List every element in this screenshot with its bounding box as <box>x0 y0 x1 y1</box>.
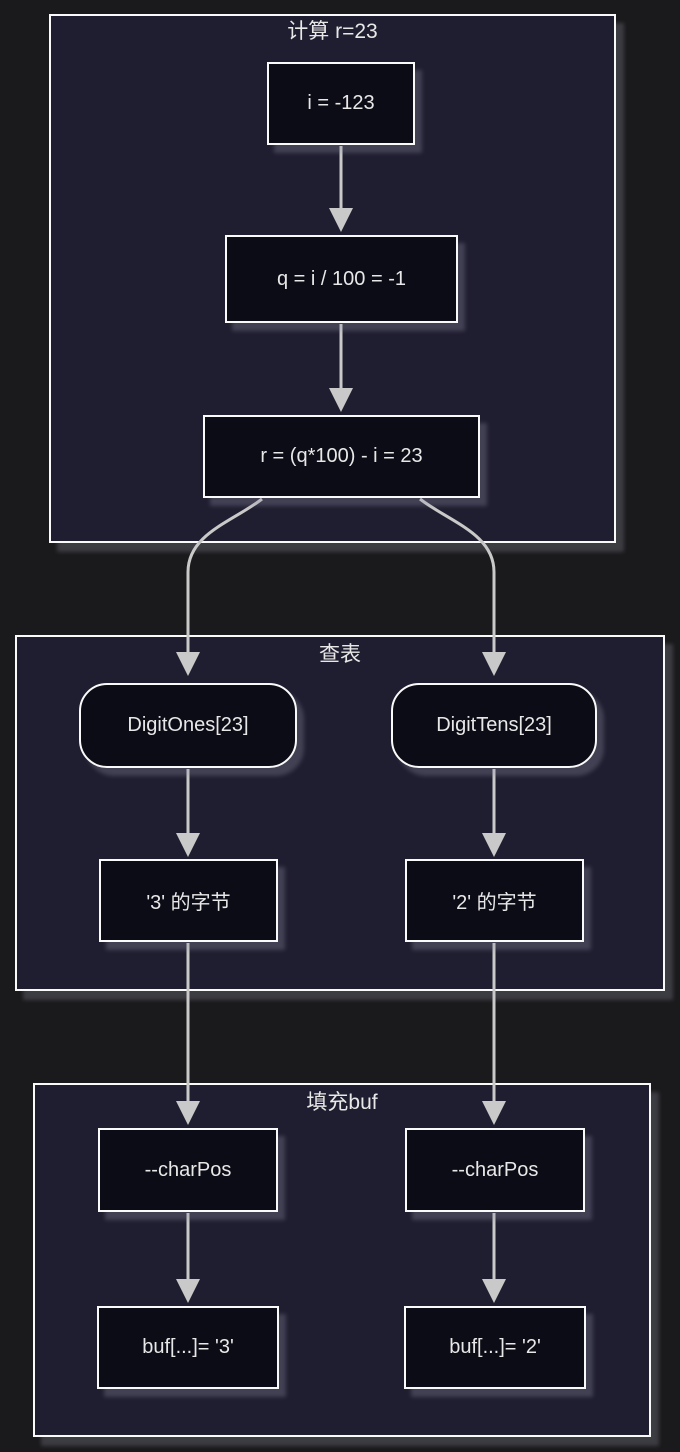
node-r: r = (q*100) - i = 23 <box>203 415 480 498</box>
node-q: q = i / 100 = -1 <box>225 235 458 323</box>
node-digit-tens: DigitTens[23] <box>391 683 597 768</box>
cluster-calc-title: 计算 r=23 <box>287 20 378 43</box>
node-buf2: buf[...]= '2' <box>404 1306 586 1389</box>
node-buf3: buf[...]= '3' <box>97 1306 279 1389</box>
node-digit-ones: DigitOnes[23] <box>79 683 297 768</box>
node-charpos-left: --charPos <box>98 1128 278 1212</box>
node-i: i = -123 <box>267 62 415 145</box>
cluster-lookup-title: 查表 <box>319 643 361 666</box>
node-byte3: '3' 的字节 <box>99 859 278 942</box>
cluster-fill-title: 填充buf <box>306 1091 378 1114</box>
node-charpos-right: --charPos <box>405 1128 585 1212</box>
node-byte2: '2' 的字节 <box>405 859 584 942</box>
